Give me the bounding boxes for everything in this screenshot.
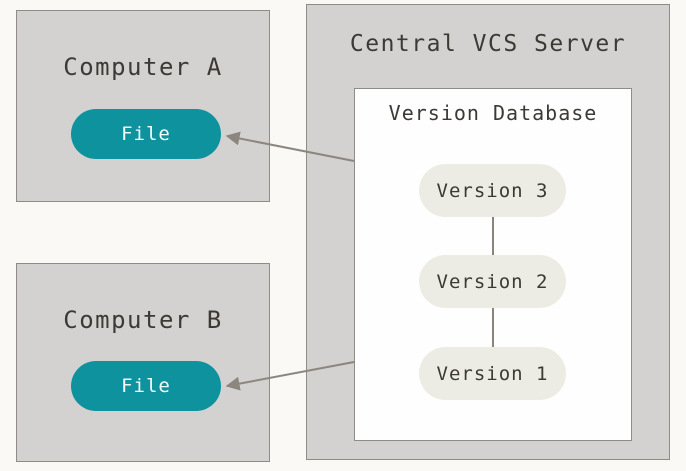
computer-a-box: Computer A File <box>16 10 270 202</box>
computer-a-file-label: File <box>121 123 171 145</box>
version-2-node: Version 2 <box>419 255 566 308</box>
version-database-box: Version Database Version 3 Version 2 Ver… <box>354 88 632 441</box>
computer-a-file-node: File <box>71 109 221 159</box>
connector-v2-v1 <box>492 308 494 347</box>
version-1-node: Version 1 <box>419 347 566 400</box>
central-vcs-server-box: Central VCS Server Version Database Vers… <box>306 4 670 460</box>
computer-b-file-label: File <box>121 375 171 397</box>
computer-b-file-node: File <box>71 361 221 411</box>
version-3-node: Version 3 <box>419 164 566 217</box>
central-vcs-server-title: Central VCS Server <box>349 31 627 57</box>
computer-b-title: Computer B <box>63 306 223 334</box>
version-database-title: Version Database <box>388 101 598 125</box>
computer-a-title: Computer A <box>63 53 223 81</box>
connector-v3-v2 <box>492 217 494 255</box>
computer-b-box: Computer B File <box>16 263 270 462</box>
